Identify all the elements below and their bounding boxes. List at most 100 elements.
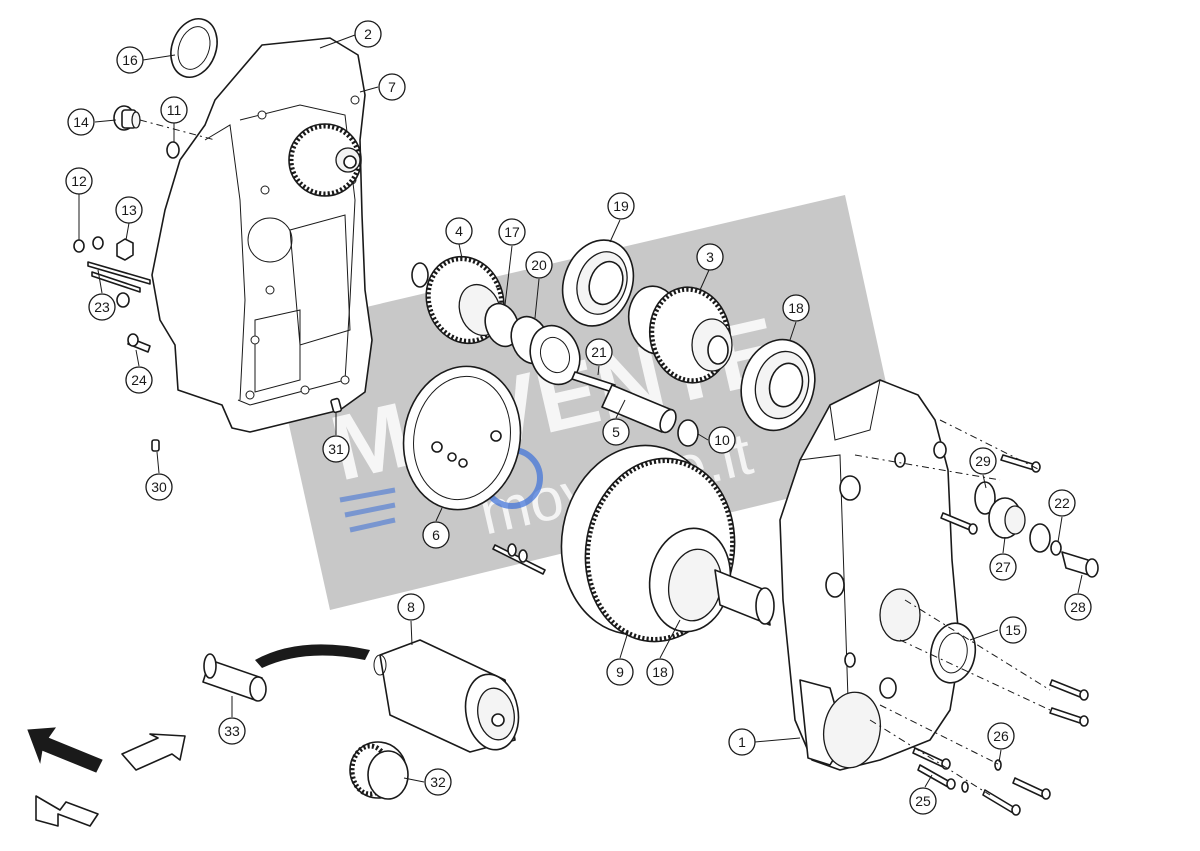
callout-label: 19 [613,198,629,214]
callout-circle [989,553,1017,581]
callout-circle [67,108,95,136]
callout-18-upper: 18 [782,294,810,322]
bearing-19 [561,239,635,327]
callout-label: 11 [167,102,182,118]
cylinder-33 [202,653,267,702]
callout-circle [999,616,1027,644]
callout-circle [145,473,173,501]
callout-8: 8 [397,593,425,621]
callout-label: 28 [1070,599,1086,615]
callout-20: 20 [525,251,553,279]
callout-label: 2 [364,26,372,42]
callout-circle [1048,489,1076,517]
callout-circle [422,521,450,549]
callout-circle [607,192,635,220]
callout-label: 30 [151,479,167,495]
bolts-right [912,454,1089,816]
housing-left [151,37,373,433]
cap-32 [349,741,409,800]
callout-label: 4 [455,223,463,239]
callout-label: 5 [612,424,620,440]
callout-13: 13 [115,196,143,224]
callout-label: 25 [915,793,931,809]
callout-label: 3 [706,249,714,265]
callout-label: 23 [94,299,110,315]
callout-label: 26 [993,728,1009,744]
motor-8 [373,639,520,753]
callout-label: 29 [975,453,991,469]
callout-22: 22 [1048,489,1076,517]
callout-label: 1 [738,734,746,750]
callout-29: 29 [969,447,997,475]
callout-circle [525,251,553,279]
callout-circle [585,338,613,366]
housing-right [779,379,977,771]
leader-lines [78,34,1083,788]
callout-circle [397,593,425,621]
callout-15: 15 [999,616,1027,644]
pin-31 [330,397,343,414]
callout-circle [606,658,634,686]
callout-label: 6 [432,527,440,543]
callout-circle [909,787,937,815]
callout-label: 15 [1005,622,1021,638]
callout-label: 18 [652,664,668,680]
small-pins-center [492,543,546,575]
callout-label: 31 [328,441,344,457]
assembly-axes [139,119,1051,796]
callout-1: 1 [728,728,756,756]
callout-label: 16 [122,52,138,68]
arrow-outline-left [35,795,99,827]
small-bolts-left [73,236,151,353]
callout-circle [116,46,144,74]
callout-label: 12 [71,173,87,189]
callout-circle [88,293,116,321]
direction-arrows [27,727,186,827]
callout-label: 8 [407,599,415,615]
callout-31: 31 [322,435,350,463]
callout-circle [378,73,406,101]
disc-6 [402,365,522,511]
arrow-filled [27,727,103,773]
callout-circle [498,218,526,246]
arrow-outline-right [121,733,186,771]
callout-33: 33 [218,717,246,745]
callout-14: 14 [67,108,95,136]
callout-circle [708,426,736,454]
gear-9-assembly [560,444,775,643]
callout-24: 24 [125,366,153,394]
callout-17: 17 [498,218,526,246]
callout-label: 27 [995,559,1011,575]
gear-3 [627,285,733,384]
callout-19: 19 [607,192,635,220]
callout-10: 10 [708,426,736,454]
callout-circle [160,96,188,124]
callout-26: 26 [987,722,1015,750]
callout-label: 21 [591,344,607,360]
plug-14 [113,105,141,131]
callout-circle [1064,593,1092,621]
callout-circle [115,196,143,224]
bolt-28 [1061,551,1099,578]
plug-27 [974,481,1062,556]
callout-circle [218,717,246,745]
callout-18-lower: 18 [646,658,674,686]
oring-11 [166,141,180,159]
seal-ring-16 [170,18,218,78]
callout-circle [445,217,473,245]
callout-label: 33 [224,723,240,739]
callout-circle [602,418,630,446]
callout-label: 10 [714,432,730,448]
bearing-18-upper [740,338,816,432]
callout-circle [646,658,674,686]
callout-7: 7 [378,73,406,101]
callout-4: 4 [445,217,473,245]
callout-circle [782,294,810,322]
callout-circle [322,435,350,463]
callouts: 1 2 3 4 5 6 7 8 9 10 11 12 13 14 15 16 1… [65,20,1092,815]
watermark-speed-lines [339,487,396,533]
callout-label: 7 [388,79,396,95]
callout-circle [969,447,997,475]
callout-28: 28 [1064,593,1092,621]
